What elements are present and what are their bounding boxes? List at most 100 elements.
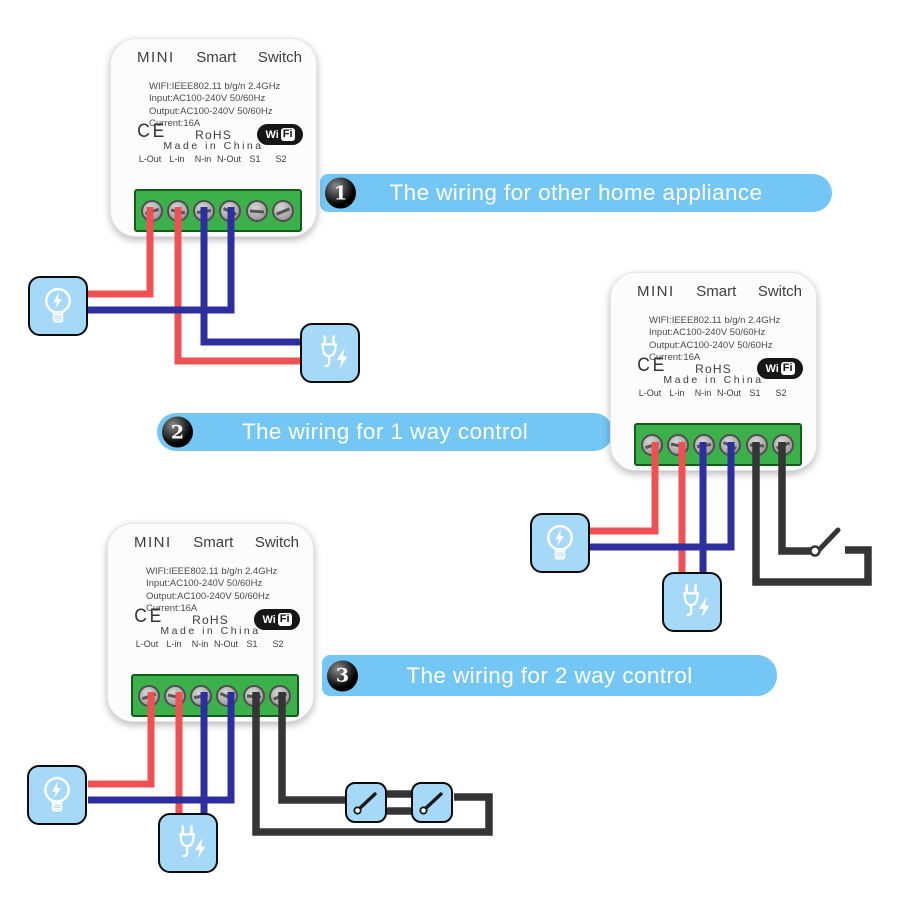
device-name: Smart: [193, 534, 234, 551]
spec-wifi: WIFI:IEEE802.11 b/g/n 2.4GHz: [146, 566, 278, 577]
wifi-logo-fi: Fi: [277, 613, 292, 626]
plug-lightning-icon: [300, 323, 360, 383]
device-name: Smart: [196, 49, 237, 66]
plug-glyph: [321, 335, 348, 369]
device-header: MINI Smart Switch: [137, 49, 302, 66]
terminal-label-l-out: L-Out: [138, 154, 162, 164]
switch-blade: [814, 527, 841, 555]
terminal-label-n-out: N-Out: [216, 154, 242, 164]
spec-wifi: WIFI:IEEE802.11 b/g/n 2.4GHz: [149, 81, 281, 92]
plug-glyph: [179, 825, 206, 859]
terminal-screw: [667, 433, 689, 456]
made-in-label: Made in China: [160, 625, 261, 637]
wifi-logo-fi: Fi: [280, 128, 295, 141]
section-1-caption: The wiring for other home appliance: [389, 180, 763, 205]
terminal-label-n-in: N-in: [194, 154, 212, 164]
terminal-block: [634, 423, 802, 466]
spec-input: Input:AC100-240V 50/60Hz: [649, 327, 766, 339]
ce-mark: CE: [134, 606, 165, 627]
terminal-screw: [719, 433, 741, 456]
terminal-screw: [243, 684, 265, 707]
bulb-lightning-icon: [28, 276, 88, 336]
terminal-label-s2: S2: [775, 388, 787, 398]
bulb-glyph: [547, 524, 573, 560]
terminal-label-n-out: N-Out: [213, 639, 239, 649]
device-brand: MINI: [134, 534, 172, 551]
terminal-screw: [246, 199, 268, 222]
section-3-caption: The wiring for 2 way control: [406, 662, 693, 688]
terminal-label-n-in: N-in: [694, 388, 712, 398]
terminal-labels: L-Out L-in N-in N-Out S1 S2: [611, 388, 816, 400]
wifi-logo-wi: Wi: [765, 362, 779, 375]
smart-switch-device-3: MINI Smart Switch WIFI:IEEE802.11 b/g/n …: [107, 523, 314, 722]
spec-input: Input:AC100-240V 50/60Hz: [146, 578, 263, 590]
switch-hinge: [809, 545, 821, 557]
device-type: Switch: [254, 534, 299, 551]
spec-output: Output:AC100-240V 50/60Hz: [649, 339, 773, 351]
section-2-banner: 2 The wiring for 1 way control: [157, 413, 613, 451]
section-1-number-badge: 1: [325, 177, 356, 209]
terminal-screw: [693, 433, 715, 456]
wifi-logo-wi: Wi: [262, 613, 276, 626]
device-brand: MINI: [637, 283, 675, 300]
spec-output: Output:AC100-240V 50/60Hz: [149, 105, 273, 117]
terminal-screw: [193, 199, 215, 222]
switch-glyph: [419, 792, 443, 815]
device-brand: MINI: [137, 49, 175, 66]
section-2-caption: The wiring for 1 way control: [241, 419, 529, 444]
bulb-glyph: [45, 287, 71, 323]
terminal-screw: [272, 199, 294, 222]
smart-switch-device-1: MINI Smart Switch WIFI:IEEE802.11 b/g/n …: [110, 38, 317, 237]
spec-output: Output:AC100-240V 50/60Hz: [146, 590, 270, 602]
bulb-lightning-icon: [27, 765, 87, 825]
made-in-label: Made in China: [663, 374, 764, 386]
bulb-glyph: [44, 776, 70, 812]
switch-glyph: [353, 792, 377, 815]
spec-input: Input:AC100-240V 50/60Hz: [149, 93, 266, 105]
terminal-labels: L-Out L-in N-in N-Out S1 S2: [111, 154, 316, 166]
toggle-switch-icon: [411, 782, 453, 823]
device-type: Switch: [257, 49, 302, 66]
plug-lightning-icon: [158, 813, 218, 873]
terminal-block: [134, 189, 302, 232]
terminal-label-l-in: L-in: [166, 639, 182, 649]
terminal-label-s1: S1: [246, 639, 258, 649]
bulb-lightning-icon: [530, 513, 590, 573]
device-specs: WIFI:IEEE802.11 b/g/n 2.4GHz Input:AC100…: [146, 566, 277, 615]
terminal-label-s1: S1: [749, 388, 761, 398]
wifi-logo-icon: Wi Fi: [757, 358, 803, 379]
terminal-screw: [772, 433, 794, 456]
plug-lightning-icon: [662, 572, 722, 632]
terminal-screw: [164, 684, 186, 707]
rohs-label: RoHS: [195, 128, 232, 142]
spec-wifi: WIFI:IEEE802.11 b/g/n 2.4GHz: [649, 315, 781, 326]
smart-switch-device-2: MINI Smart Switch WIFI:IEEE802.11 b/g/n …: [610, 272, 817, 471]
terminal-screw: [190, 684, 212, 707]
terminal-label-n-out: N-Out: [716, 388, 742, 398]
wifi-logo-icon: Wi Fi: [254, 609, 300, 630]
terminal-screw: [269, 684, 291, 707]
terminal-label-s2: S2: [275, 154, 287, 164]
terminal-label-s2: S2: [272, 639, 284, 649]
spec-current: Current:16A: [146, 602, 198, 614]
section-3-banner: 3 The wiring for 2 way control: [322, 655, 777, 696]
section-3-number-badge: 3: [327, 660, 358, 691]
device-specs: WIFI:IEEE802.11 b/g/n 2.4GHz Input:AC100…: [149, 81, 280, 130]
terminal-screw: [746, 433, 768, 456]
ce-mark: CE: [637, 355, 668, 376]
terminal-screw: [216, 684, 238, 707]
terminal-labels: L-Out L-in N-in N-Out S1 S2: [108, 639, 313, 651]
terminal-screw: [138, 684, 160, 707]
device-header: MINI Smart Switch: [637, 283, 802, 300]
device-type: Switch: [757, 283, 802, 300]
spec-current: Current:16A: [649, 351, 701, 363]
terminal-label-l-in: L-in: [669, 388, 685, 398]
terminal-label-l-out: L-Out: [638, 388, 662, 398]
toggle-switch-icon: [345, 782, 387, 823]
made-in-label: Made in China: [163, 140, 264, 152]
wifi-logo-fi: Fi: [780, 362, 795, 375]
wifi-logo-wi: Wi: [265, 128, 279, 141]
terminal-screw: [641, 433, 663, 456]
spec-current: Current:16A: [149, 117, 201, 129]
